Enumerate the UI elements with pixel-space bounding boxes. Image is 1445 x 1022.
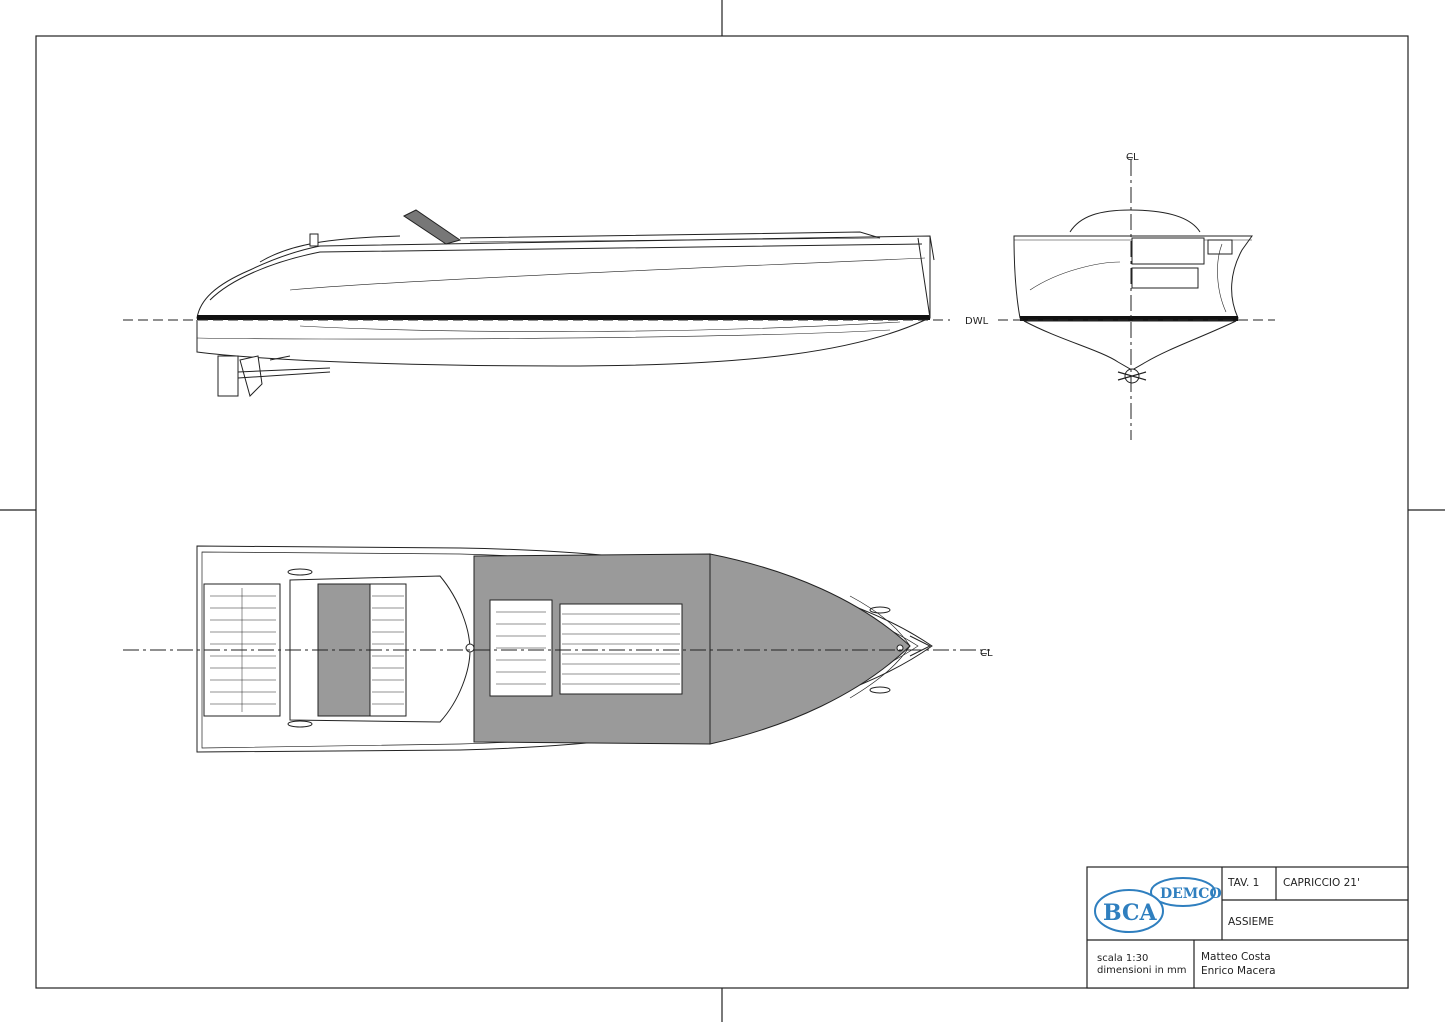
project-name: CAPRICCIO 21' (1283, 877, 1360, 889)
bca-demco-logo (1094, 877, 1216, 933)
dwl-label: DWL (965, 316, 989, 327)
author-1: Matteo Costa (1201, 951, 1271, 963)
stern-sunpad-slats (210, 588, 276, 712)
sheet-number: TAV. 1 (1228, 877, 1260, 889)
centerline-plan-label: C̶L (980, 648, 993, 659)
plan-view (196, 545, 933, 753)
centerline-top-label: C̶L (1126, 152, 1139, 163)
drawing-title: ASSIEME (1228, 916, 1274, 928)
scale-label: scala 1:30 (1097, 953, 1149, 964)
units-label: dimensioni in mm (1097, 965, 1187, 976)
side-profile-view (196, 209, 935, 397)
author-2: Enrico Macera (1201, 965, 1276, 977)
logo-bca-text: BCA (1103, 900, 1158, 926)
stern-view (1013, 209, 1253, 384)
logo-demco-text: DEMCO (1160, 886, 1222, 902)
